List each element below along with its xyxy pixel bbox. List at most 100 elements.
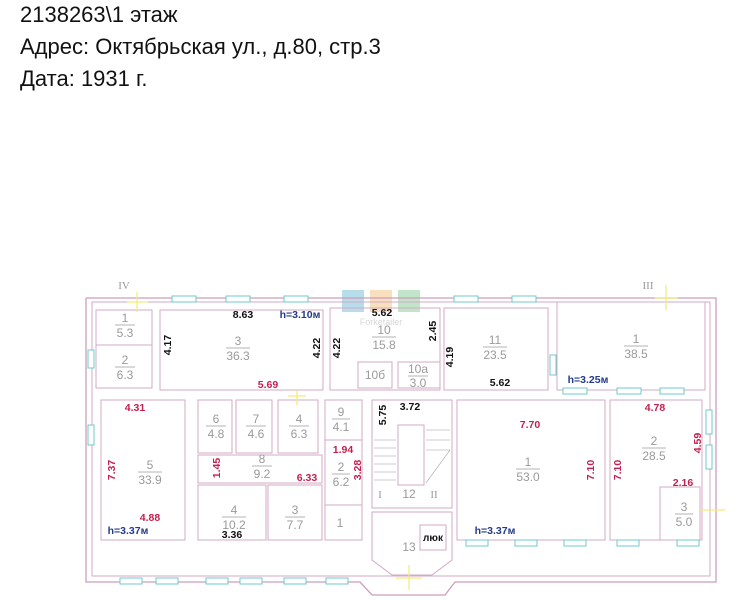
room-label: 26.2 [332,460,350,489]
room-number: 2 [122,353,129,367]
room-area: 6.2 [333,475,350,489]
room-number: 12 [402,487,416,501]
room-label: 153.0 [516,455,540,484]
dimension: 6.33 [297,472,318,484]
dimension: 7.10 [585,460,597,481]
room-label: 46.3 [289,412,309,441]
room-label: 89.2 [252,452,272,481]
ceiling-height: h=3.10м [280,309,321,321]
windows [87,295,713,585]
doors [127,285,725,590]
outer-walls [85,297,717,596]
dimension: 4.88 [140,512,161,524]
room-area: 36.3 [226,349,250,363]
dimension: 7.37 [106,460,118,481]
room-number: 1 [122,311,129,325]
hatch-label: люк [423,533,444,544]
dimension: 4.78 [645,402,666,414]
room-label: 336.3 [226,334,250,363]
room-area: 33.9 [138,473,162,487]
room-area: 7.7 [287,518,304,532]
room-label: 1 [337,516,344,530]
watermark-text: Forketailer [360,317,403,327]
dimension: 1.45 [211,458,223,479]
room-label: 410.2 [222,503,246,532]
axis-label: IV [118,280,130,292]
plan-title: 2138263\1 этаж [20,2,178,27]
room-label: 15.3 [115,311,135,340]
dimension: 8.63 [233,309,254,321]
room-area: 4.6 [248,427,265,441]
address: Адрес: Октябрьская ул., д.80, стр.3 [20,34,381,59]
dimension: 7.10 [612,460,624,481]
axis-label: II [430,489,438,501]
room-label: 138.5 [624,332,648,361]
date: Дата: 1931 г. [20,66,148,91]
dimension: 2.45 [427,321,439,342]
dimension: 5.75 [377,405,389,426]
watermark-logo: Forketailer [342,290,420,327]
dimension: 5.62 [372,307,393,319]
dimension: 5.69 [258,379,279,391]
room-area: 23.5 [483,348,507,362]
room-number: 3 [292,503,299,517]
room-number: 2 [338,460,345,474]
room-area: 5.3 [117,326,134,340]
room-number: 10б [365,368,385,382]
room-number: 1 [633,332,640,346]
room-label: 10б [365,368,385,382]
room-number: 6 [213,412,220,426]
room-number: 1 [525,455,532,469]
ceiling-height: h=3.37м [475,525,516,537]
axis-labels: IV III I II люк [118,280,654,544]
dimension: 4.19 [444,347,456,368]
room-label: 228.5 [642,434,666,463]
room-area: 5.0 [676,515,693,529]
room-number: 4 [231,503,238,517]
room-number: 11 [489,333,502,347]
dimension: 5.62 [490,377,511,389]
dimension: 3.72 [400,401,421,413]
room-label: 533.9 [138,458,162,487]
room-area: 10.2 [222,518,246,532]
room-label: 37.7 [285,503,305,532]
dimension: 4.17 [162,335,174,356]
room-area: 28.5 [642,449,666,463]
axis-label: III [643,280,654,292]
room-number: 13 [402,540,416,554]
ceiling-height: h=3.37м [108,525,149,537]
dimension: 4.22 [311,338,323,359]
room-label: 74.6 [246,412,266,441]
room-area: 9.2 [254,467,271,481]
ceiling-height: h=3.25м [568,374,609,386]
room-label: 12 [402,487,416,501]
room-number: 7 [253,412,260,426]
room-area: 6.3 [291,427,308,441]
room-label: 26.3 [115,353,135,382]
stairs [374,429,451,484]
room-number: 3 [681,500,688,514]
room-area: 15.8 [372,338,396,352]
dimension: 4.31 [125,402,146,414]
room-area: 3.0 [410,376,427,390]
room-area: 53.0 [516,470,540,484]
room-label: 64.8 [206,412,226,441]
room-number: 10 [377,323,391,337]
room-label: 35.0 [675,500,693,529]
room-number: 2 [651,434,658,448]
room-label: 13 [402,540,416,554]
room-number: 5 [147,458,154,472]
dimension: 2.16 [673,477,694,489]
dimension: 4.59 [692,433,704,454]
room-number: 8 [259,452,266,466]
interior-walls [95,301,706,576]
room-number: 10а [408,362,428,376]
room-area: 4.8 [208,427,225,441]
room-label: 94.1 [332,405,350,434]
